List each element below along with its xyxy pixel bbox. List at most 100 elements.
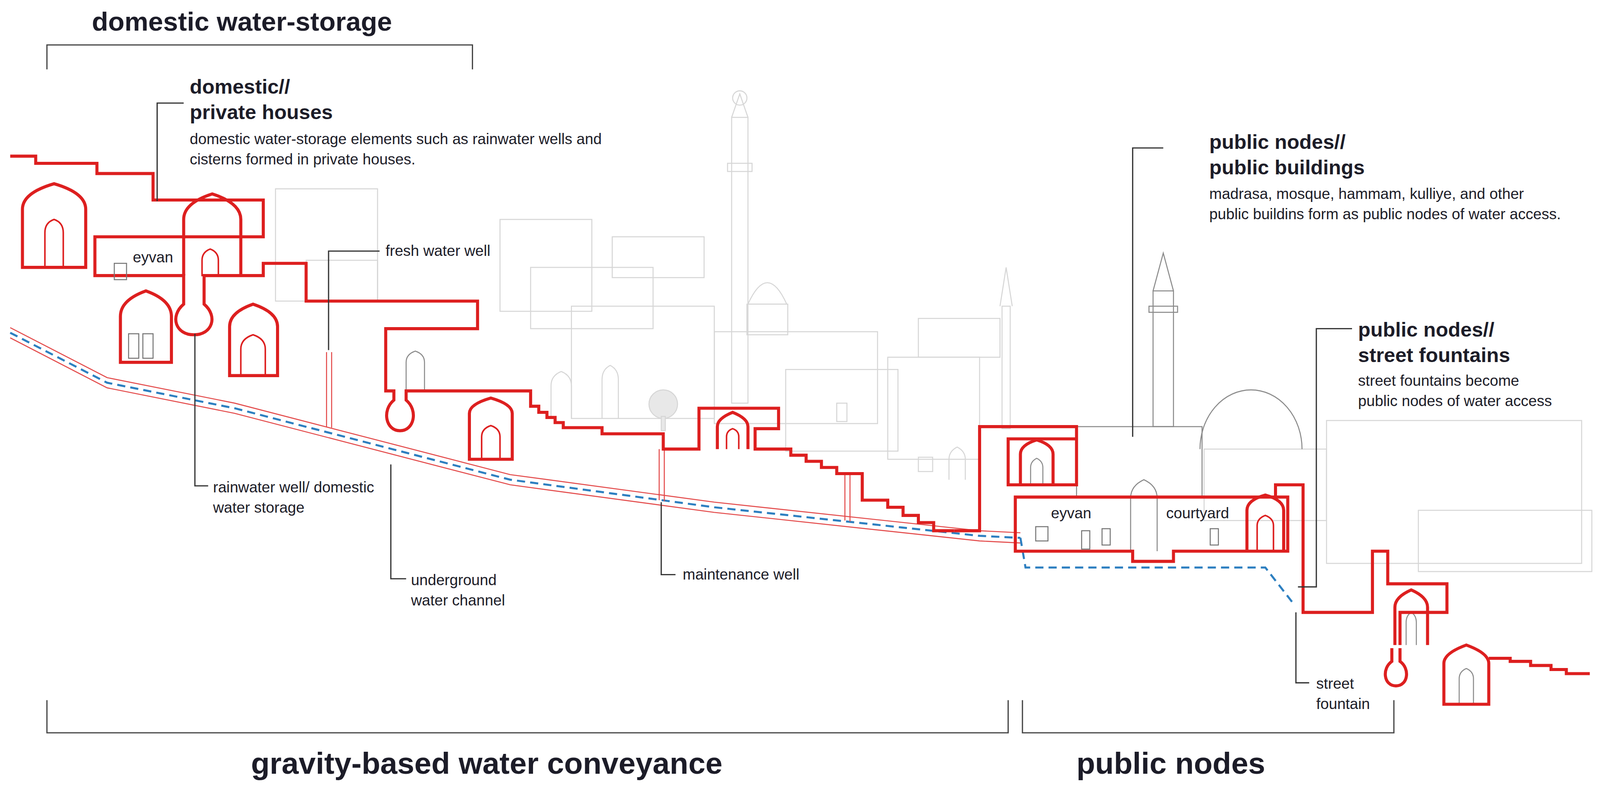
leader-line	[390, 464, 406, 579]
inner-details	[44, 219, 1274, 552]
minaret	[1001, 306, 1011, 429]
callout-heading: public nodes// street fountains	[1358, 316, 1531, 368]
terrain-profile	[10, 156, 955, 531]
minaret	[731, 117, 748, 403]
door-arch	[1458, 668, 1474, 704]
minaret-cap	[1000, 267, 1013, 307]
window	[114, 263, 127, 280]
dome	[747, 282, 787, 305]
space-label: eyvan	[1050, 503, 1092, 522]
house-outline	[306, 260, 378, 302]
tree	[649, 389, 678, 418]
street-fountain-outline	[1275, 484, 1448, 645]
minaret	[1153, 290, 1174, 427]
leader-line	[328, 250, 380, 350]
section-title: gravity-based water conveyance	[250, 747, 723, 779]
callout-text: domestic water-storage elements such as …	[189, 128, 626, 170]
room-arch	[120, 290, 172, 363]
callout-text: street fountains become public nodes of …	[1358, 370, 1560, 411]
minaret-cap	[1153, 253, 1174, 292]
callout-heading: domestic// private houses	[189, 74, 350, 126]
door-arch	[240, 334, 266, 376]
house-outline	[1326, 420, 1582, 563]
window	[142, 333, 154, 358]
water-channel	[1020, 537, 1294, 604]
section-title: domestic water-storage	[91, 6, 393, 37]
leader-line	[156, 103, 184, 201]
mosque	[406, 253, 1474, 704]
house-outline	[275, 188, 378, 302]
leader-line	[194, 333, 209, 486]
window-arch	[551, 371, 572, 419]
window-arch	[948, 446, 966, 480]
house-outline	[785, 369, 898, 451]
door-arch	[201, 248, 219, 276]
maintenance-well	[658, 448, 665, 502]
house-outline	[571, 306, 715, 419]
brackets	[47, 44, 1394, 733]
window-arch	[602, 365, 619, 419]
door-arch	[406, 351, 425, 391]
channel-wall	[10, 327, 1021, 533]
cistern	[1385, 647, 1407, 686]
room-arch	[1394, 589, 1428, 645]
background-town	[275, 90, 1592, 571]
channel-wall	[10, 337, 1021, 543]
window	[128, 333, 139, 358]
space-label: courtyard	[1166, 503, 1230, 522]
tree-trunk	[661, 416, 666, 431]
house-outline	[918, 318, 1000, 358]
room-arch	[1443, 644, 1489, 704]
window	[1101, 528, 1111, 545]
room-arch	[22, 183, 86, 268]
windows	[114, 263, 1219, 549]
leader-line	[1132, 147, 1164, 437]
section-outline	[10, 156, 1591, 704]
window	[1210, 528, 1219, 545]
window	[1081, 530, 1090, 550]
window	[836, 402, 848, 422]
window	[1035, 526, 1048, 541]
door-arch	[44, 219, 64, 268]
maintenance-well	[844, 473, 851, 521]
house-outline	[612, 236, 705, 278]
door-arch	[481, 425, 501, 459]
room-arch	[469, 397, 512, 459]
door-arch	[1030, 458, 1043, 485]
house-outline	[1418, 510, 1592, 572]
door-arch	[726, 428, 739, 449]
house-outline	[887, 357, 980, 460]
leader-line	[1295, 611, 1310, 683]
bracket	[47, 699, 1009, 733]
space-label: eyvan	[132, 247, 173, 267]
minaret-balcony	[1148, 306, 1178, 313]
callout-heading: public nodes// public buildings	[1209, 129, 1382, 181]
dome-drum	[746, 304, 788, 335]
callout-text: madrasa, mosque, hammam, kulliye, and ot…	[1209, 183, 1568, 225]
house-outline	[530, 267, 653, 329]
bracket	[47, 44, 473, 70]
leader-line	[1298, 328, 1353, 587]
house-outline	[499, 219, 592, 312]
window	[918, 457, 933, 472]
callout-label: rainwater well/ domestic water storage	[213, 476, 377, 518]
courtyard-arch	[1130, 479, 1158, 552]
callout-label: street fountain	[1316, 672, 1390, 714]
dome	[1200, 389, 1303, 449]
wells	[326, 351, 851, 522]
room-arch	[229, 304, 278, 376]
terrain-profile	[1488, 658, 1590, 674]
leader-line	[661, 501, 676, 575]
callout-label: maintenance well	[682, 564, 800, 584]
callout-label: fresh water well	[385, 241, 491, 260]
eyvan-arch	[183, 193, 242, 276]
room-arch	[1246, 494, 1284, 551]
door-arch	[1257, 514, 1274, 551]
room-arch	[1020, 439, 1054, 485]
fresh-water-well	[326, 351, 332, 428]
minaret-cap	[732, 90, 747, 105]
callout-label: underground water channel	[410, 569, 511, 611]
door-arch	[1405, 611, 1417, 645]
room-arch	[717, 412, 748, 449]
